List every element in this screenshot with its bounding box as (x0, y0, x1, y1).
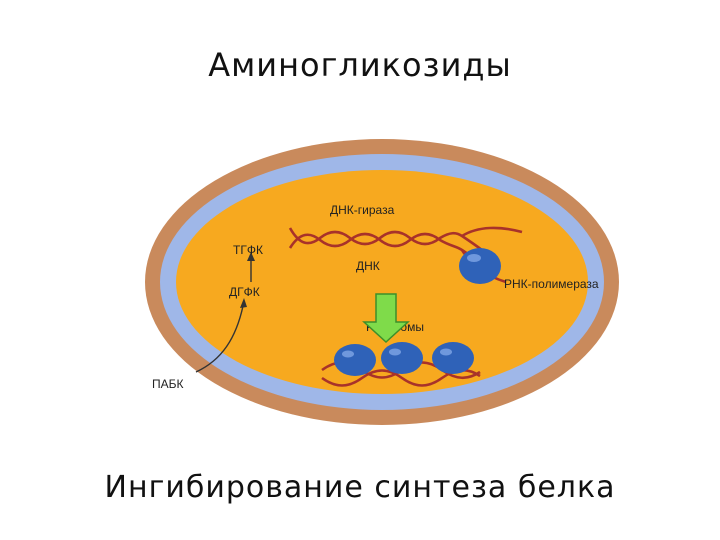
pabk-arrowhead (240, 298, 247, 308)
label-gyrase: ДНК-гираза (330, 203, 395, 217)
pabk-to-dgfk-arrow (195, 305, 244, 373)
label-rna-polymerase: РНК-полимераза (504, 277, 599, 291)
slide-title: Аминогликозиды (208, 46, 512, 84)
slide-caption: Ингибирование синтеза белка (104, 470, 616, 505)
label-dna: ДНК (356, 259, 380, 273)
ribosome-2 (381, 342, 423, 374)
label-pabk: ПАБК (152, 377, 184, 391)
rna-polymerase (459, 248, 501, 284)
cytoplasm (176, 170, 588, 394)
label-dgfk: ДГФК (229, 285, 260, 299)
label-tgfk: ТГФК (233, 243, 263, 257)
ribosome-1 (334, 344, 376, 376)
ribosome-3 (432, 342, 474, 374)
dgfk-arrowhead (247, 252, 255, 261)
inhibition-arrow (362, 293, 410, 344)
